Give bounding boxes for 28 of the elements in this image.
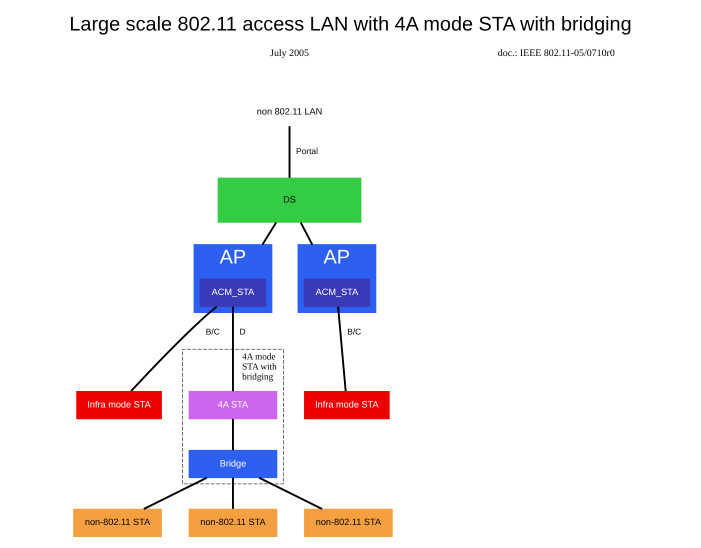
node-box: 4A STA (188, 390, 278, 420)
edge-label: B/C (206, 326, 220, 337)
connector (232, 478, 234, 509)
connector (130, 306, 218, 392)
node-box: non-802.11 STA (73, 508, 162, 537)
edge-label: B/C (347, 326, 362, 337)
node-text: non 802.11 LAN (256, 106, 322, 117)
edge-label: Portal (296, 146, 318, 156)
connector (143, 476, 208, 510)
connector (232, 418, 234, 450)
node-box: ACM_STA (304, 278, 370, 307)
node-box: DS (218, 178, 362, 223)
connector (232, 306, 234, 392)
connector (300, 222, 314, 246)
connector (258, 476, 323, 510)
node-box: Infra mode STA (304, 390, 390, 420)
label: July 2005 (270, 48, 309, 60)
diagram-title: Large scale 802.11 access LAN with 4A mode STA with bridging (69, 13, 632, 36)
connector (288, 126, 290, 178)
edge-label: D (239, 326, 246, 337)
connector (262, 222, 277, 246)
node-box: Bridge (188, 450, 278, 478)
label: doc.: IEEE 802.11-05/0710r0 (498, 48, 615, 60)
node-box: Infra mode STA (76, 390, 162, 420)
node-box: non-802.11 STA (188, 508, 278, 537)
node-box: non-802.11 STA (304, 508, 393, 537)
connector (337, 306, 347, 392)
node-box: ACM_STA (200, 278, 266, 307)
